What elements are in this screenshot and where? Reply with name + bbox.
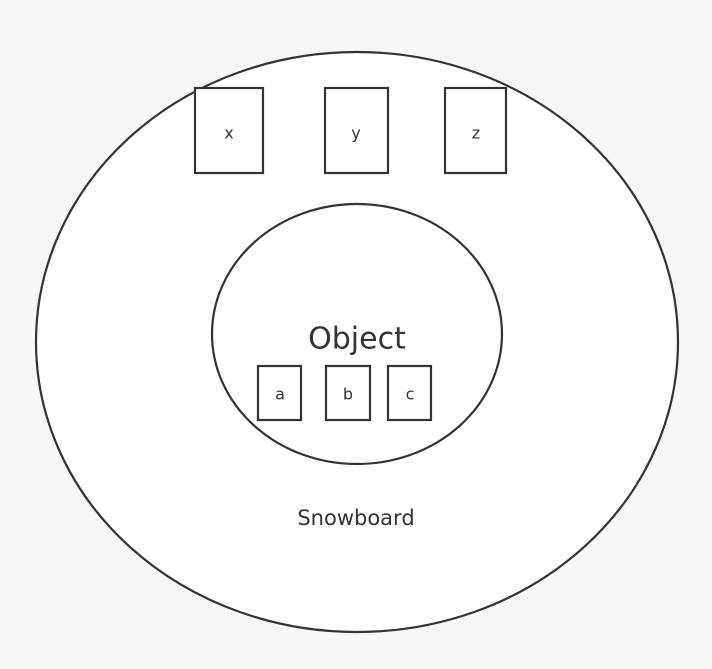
object-label: Object: [308, 322, 406, 357]
snowboard-label: Snowboard: [297, 506, 414, 530]
box-y-label: y: [351, 124, 360, 143]
box-c: [386, 364, 433, 422]
box-x-label: x: [224, 124, 233, 143]
box-x: [193, 86, 265, 175]
box-b: [324, 364, 372, 422]
box-y: [323, 86, 390, 175]
box-a: [256, 364, 303, 422]
box-c-label: c: [406, 385, 415, 404]
box-a-label: a: [275, 385, 285, 404]
box-b-label: b: [343, 385, 353, 404]
box-z-label: z: [472, 124, 480, 143]
box-z: [443, 86, 508, 175]
